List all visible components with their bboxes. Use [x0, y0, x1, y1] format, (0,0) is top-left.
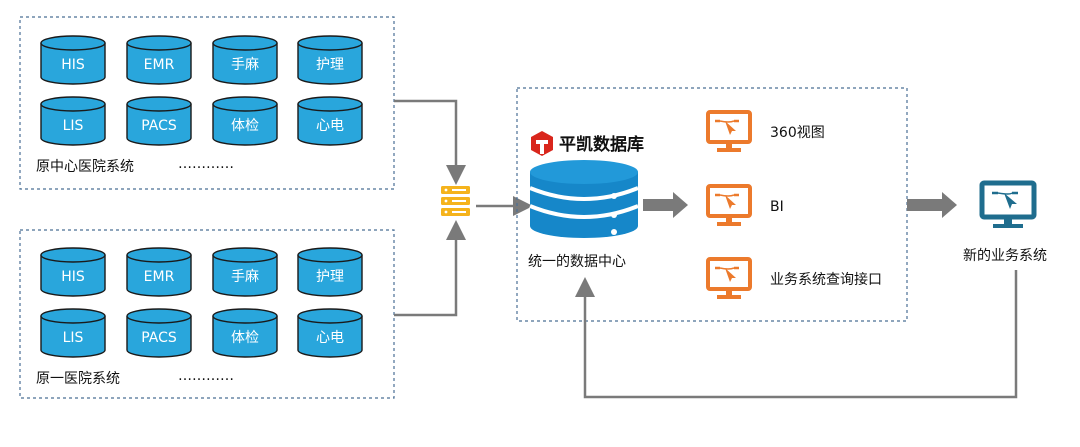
arrow-db-to-outputs	[643, 192, 688, 218]
cylinder-label: 体检	[231, 118, 259, 134]
output-monitor-2: BI	[706, 184, 784, 226]
cylinder-EMR: EMR	[126, 35, 192, 85]
cylinder-PACS: PACS	[126, 96, 192, 146]
cylinder-PACS: PACS	[126, 308, 192, 358]
cylinder-label: LIS	[63, 118, 84, 134]
arrow-center-to-new-system	[907, 192, 957, 218]
cylinder-label: 心电	[316, 330, 344, 346]
arrow-group1-to-server	[394, 99, 466, 185]
cylinder-LIS: LIS	[40, 308, 106, 358]
database-icon	[529, 160, 639, 238]
cylinder-HIS: HIS	[40, 247, 106, 297]
cylinder-label: 护理	[316, 269, 344, 285]
group-ellipsis: …………	[178, 156, 234, 172]
cylinder-label: 心电	[316, 118, 344, 134]
db-label: 统一的数据中心	[528, 254, 626, 270]
group-ellipsis: …………	[178, 368, 234, 384]
cylinder-手麻: 手麻	[212, 247, 278, 297]
cylinder-label: 手麻	[231, 269, 259, 285]
cylinder-label: 体检	[231, 330, 259, 346]
cylinder-心电: 心电	[297, 308, 363, 358]
group-frame	[19, 16, 395, 190]
cylinder-手麻: 手麻	[212, 35, 278, 85]
output-label: BI	[770, 199, 784, 215]
legacy-system-group-2: HIS EMR 手麻 护理 LIS PACS 体检 心电 原一医院系统 …………	[19, 229, 395, 399]
output-label: 业务系统查询接口	[770, 271, 882, 288]
group-label: 原中心医院系统	[36, 159, 134, 175]
new-system-label: 新的业务系统	[963, 248, 1047, 264]
cylinder-体检: 体检	[212, 308, 278, 358]
cylinder-label: HIS	[61, 269, 85, 285]
cylinder-护理: 护理	[297, 247, 363, 297]
cylinder-体检: 体检	[212, 96, 278, 146]
output-monitor-3: 业务系统查询接口	[706, 257, 882, 299]
brand-name: 平凯数据库	[559, 134, 644, 155]
arrow-group2-to-server	[394, 220, 466, 317]
cylinder-心电: 心电	[297, 96, 363, 146]
cylinder-label: 手麻	[231, 57, 259, 73]
monitor-icon	[706, 184, 752, 226]
cylinder-label: EMR	[144, 57, 175, 73]
cylinder-label: PACS	[141, 330, 177, 346]
monitor-icon	[706, 110, 752, 152]
cylinder-label: PACS	[141, 118, 177, 134]
arrow-feedback-loop	[575, 270, 1018, 399]
cylinder-LIS: LIS	[40, 96, 106, 146]
cylinder-EMR: EMR	[126, 247, 192, 297]
legacy-system-group-1: HIS EMR 手麻 护理 LIS PACS 体检 心电 原中心医院系统 …………	[19, 16, 395, 190]
group-label: 原一医院系统	[36, 371, 120, 387]
cylinder-护理: 护理	[297, 35, 363, 85]
cylinder-label: 护理	[316, 57, 344, 73]
cylinder-label: HIS	[61, 57, 85, 73]
cylinder-HIS: HIS	[40, 35, 106, 85]
cylinder-label: EMR	[144, 269, 175, 285]
brand-logo: 平凯数据库	[531, 131, 644, 156]
cylinder-label: LIS	[63, 330, 84, 346]
output-monitor-1: 360视图	[706, 110, 825, 152]
server-icon	[441, 186, 470, 216]
new-system-monitor-icon	[979, 180, 1037, 228]
output-label: 360视图	[770, 125, 825, 141]
monitor-icon	[706, 257, 752, 299]
connector-arrows	[394, 99, 533, 317]
